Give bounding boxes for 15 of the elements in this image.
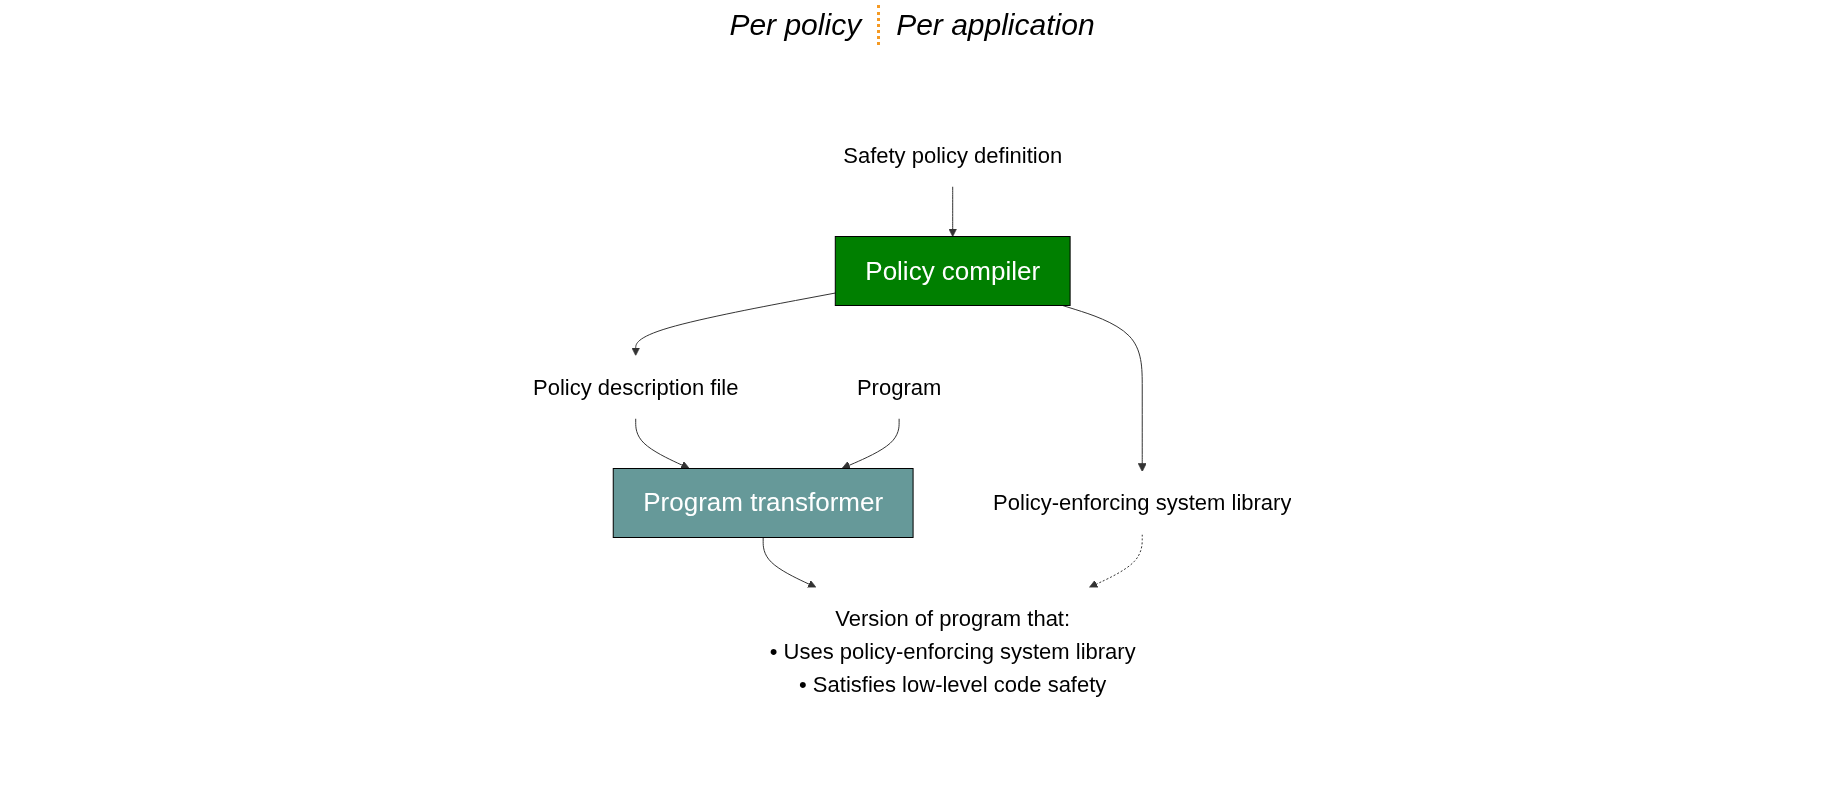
node-text: Version of program that: • Uses policy-enforcing system library • Satisfies low-level code safety [769,606,1136,698]
node-text: Program [856,374,942,400]
arrow [1088,534,1143,589]
node-text: Policy-enforcing system library [992,490,1292,516]
section-label: Per application [895,8,1096,42]
arrow [762,537,817,589]
arrow [635,418,690,470]
node-box: Program transformer [612,468,914,538]
arrow [631,292,836,356]
section-label: Per policy [728,8,864,42]
arrow [948,186,957,237]
node-box: Policy compiler [834,236,1071,306]
arrow [841,418,900,470]
node-text: Safety policy definition [843,142,1062,168]
node-text: Policy description file [532,374,739,400]
